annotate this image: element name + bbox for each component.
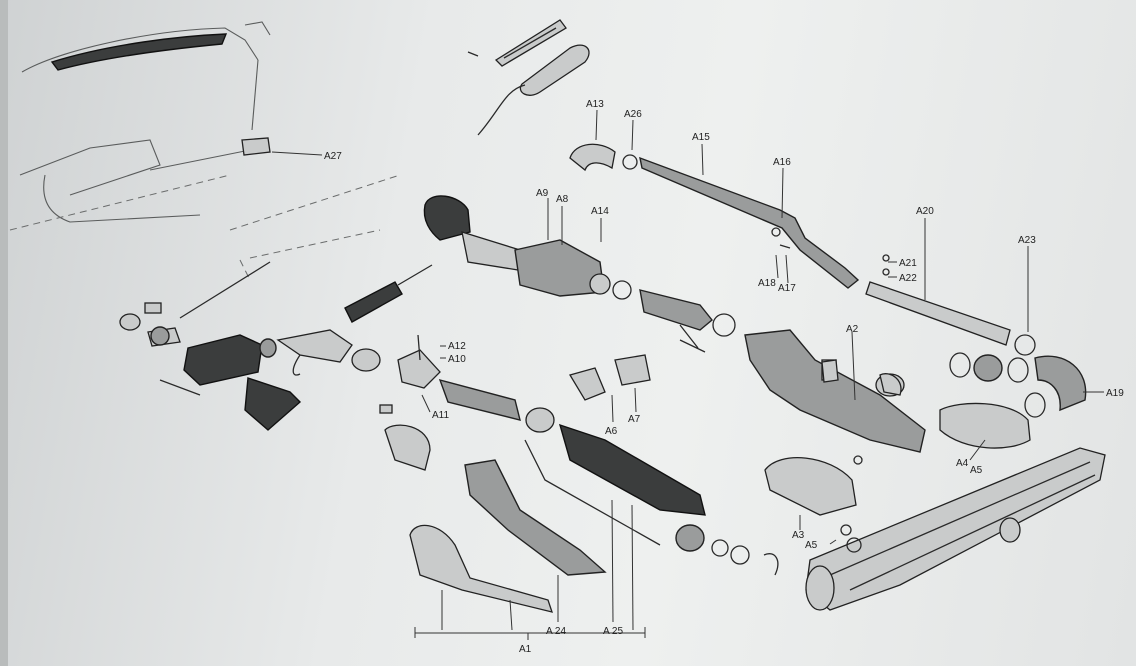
heat-shields xyxy=(409,459,607,613)
label-a24: A 24 xyxy=(546,626,566,637)
label-a16: A16 xyxy=(773,157,791,168)
label-a25: A 25 xyxy=(603,626,623,637)
muffler-connectors xyxy=(949,352,1087,418)
label-a18: A18 xyxy=(758,278,776,289)
label-a21: A21 xyxy=(899,258,917,269)
corrugated-hose xyxy=(639,289,736,353)
heat-exchanger-flap-box xyxy=(423,195,632,300)
label-a14: A14 xyxy=(591,206,609,217)
label-a13: A13 xyxy=(586,99,604,110)
right-heat-exchanger xyxy=(744,329,926,465)
page-edge xyxy=(0,0,8,666)
label-a26: A26 xyxy=(624,109,642,120)
label-a15: A15 xyxy=(692,132,710,143)
blower-motor xyxy=(119,261,302,431)
label-a5-upper: A5 xyxy=(970,465,983,476)
label-a8: A8 xyxy=(556,194,569,205)
label-a11: A11 xyxy=(432,410,449,421)
vehicle-body-outline xyxy=(9,21,401,281)
label-a6: A6 xyxy=(605,426,618,437)
right-air-pipe xyxy=(865,254,1036,356)
control-flaps xyxy=(379,334,651,471)
label-a5-lower: A5 xyxy=(805,540,818,551)
label-a3: A3 xyxy=(792,530,805,541)
left-heat-exchanger xyxy=(438,378,779,576)
warm-air-pipe xyxy=(569,143,860,289)
label-a23: A23 xyxy=(1018,235,1036,246)
label-a2: A2 xyxy=(846,324,859,335)
label-a12: A12 xyxy=(448,341,466,352)
label-a17: A17 xyxy=(778,283,796,294)
label-a10: A10 xyxy=(448,354,466,365)
label-a9: A9 xyxy=(536,188,549,199)
label-a20: A20 xyxy=(916,206,934,217)
label-a22: A22 xyxy=(899,273,917,284)
heater-hose xyxy=(276,264,433,376)
left-exhaust-cover xyxy=(764,457,862,553)
label-a19: A19 xyxy=(1106,388,1124,399)
leader-lines xyxy=(271,109,1104,640)
small-brackets xyxy=(679,324,902,396)
label-a1: A1 xyxy=(519,644,532,655)
heater-lever-assembly xyxy=(467,19,590,136)
label-a4: A4 xyxy=(956,458,969,469)
muffler xyxy=(805,402,1106,611)
label-a7: A7 xyxy=(628,414,641,425)
callout-labels: A27 A13 A26 A15 A16 A9 A8 A14 A20 A23 A2… xyxy=(324,99,1124,655)
label-a27: A27 xyxy=(324,151,342,162)
